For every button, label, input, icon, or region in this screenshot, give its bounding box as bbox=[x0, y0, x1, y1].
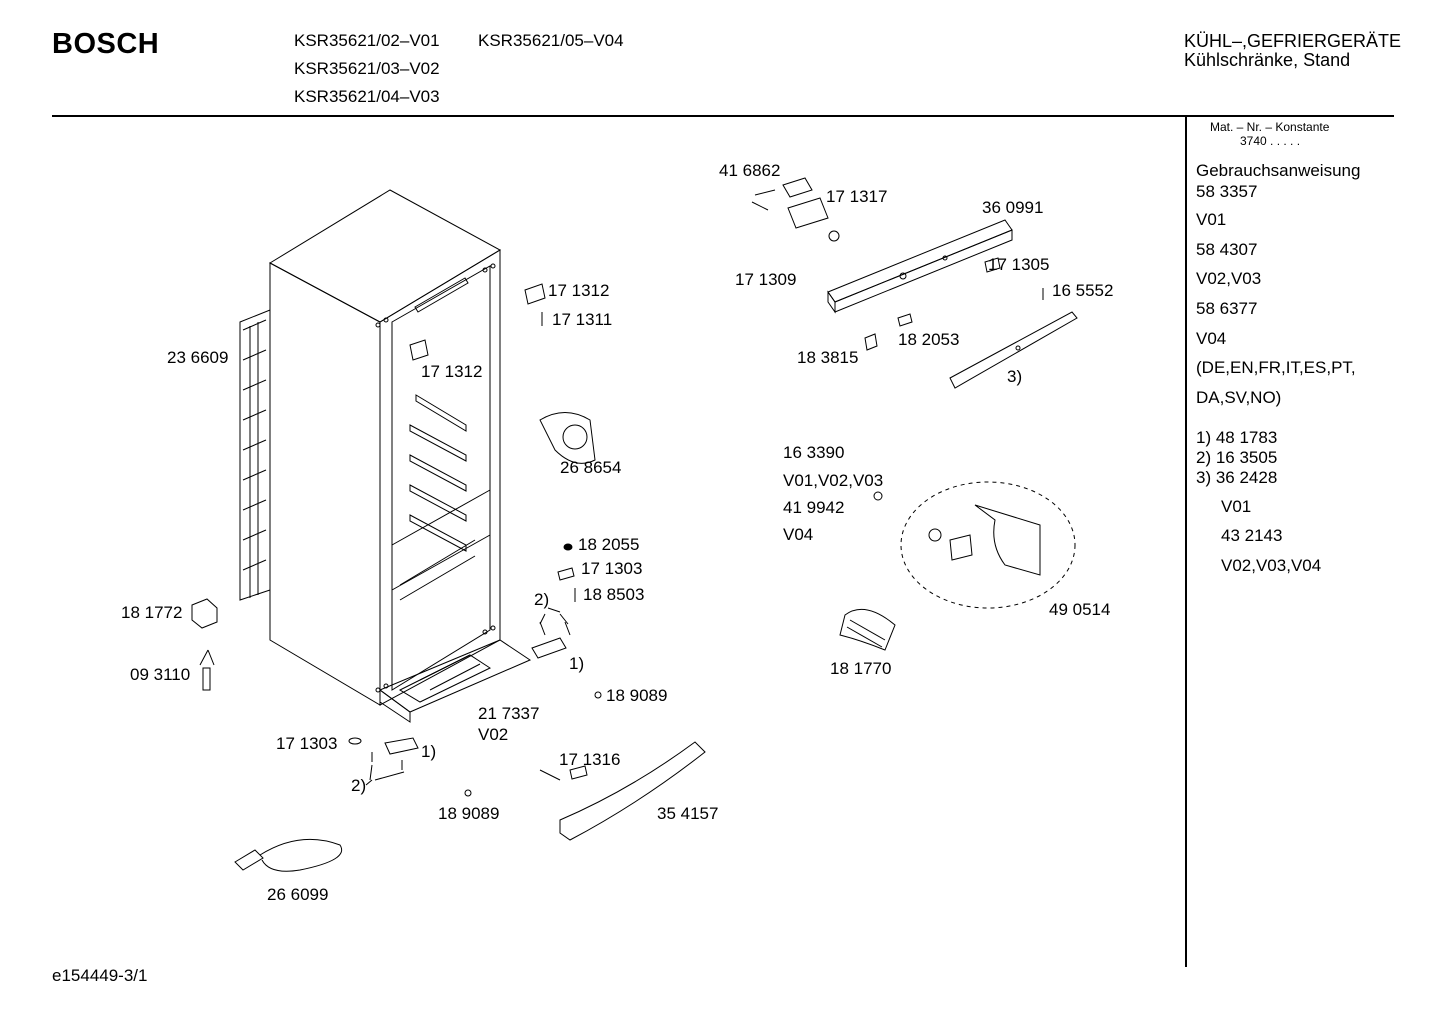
part-label: 17 1303 bbox=[276, 734, 338, 753]
power-cord bbox=[234, 838, 343, 872]
part-label: 18 2055 bbox=[578, 535, 640, 554]
sidebar-line: V02,V03 bbox=[1196, 269, 1262, 288]
part-label: 18 3815 bbox=[797, 348, 859, 367]
cover-strip bbox=[949, 311, 1078, 389]
part-label: 26 8654 bbox=[560, 458, 622, 477]
part-label: 18 2053 bbox=[898, 330, 960, 349]
part-label: 2) bbox=[351, 776, 367, 795]
control-panel bbox=[827, 219, 1013, 314]
part-label: 26 6099 bbox=[267, 885, 329, 904]
part-label: 17 1312 bbox=[548, 281, 610, 300]
part-label: 2) bbox=[534, 590, 550, 609]
sidebar-line: V04 bbox=[1196, 329, 1227, 348]
sidebar-line: V02,V03,V04 bbox=[1221, 556, 1322, 575]
part-label: 35 4157 bbox=[657, 804, 719, 823]
part-label: 17 1312 bbox=[421, 362, 483, 381]
brand-logo: BOSCH bbox=[52, 28, 160, 60]
part-label: 17 1311 bbox=[552, 310, 613, 329]
part-label: 16 5552 bbox=[1052, 281, 1114, 300]
sidebar-line: DA,SV,NO) bbox=[1196, 388, 1282, 407]
small-parts bbox=[191, 177, 1044, 797]
part-label: 23 6609 bbox=[167, 348, 229, 367]
part-label: 1) bbox=[569, 654, 585, 673]
part-label: 36 0991 bbox=[982, 198, 1044, 217]
part-label: 41 6862 bbox=[719, 161, 781, 180]
drawing-code: e154449-3/1 bbox=[52, 966, 148, 985]
sidebar-line: Gebrauchsanweisung bbox=[1196, 161, 1361, 180]
sidebar-line: (DE,EN,FR,IT,ES,PT, bbox=[1196, 358, 1356, 377]
model-number: KSR35621/04–V03 bbox=[294, 87, 440, 106]
cabinet-body bbox=[268, 189, 502, 706]
part-label: 18 1772 bbox=[121, 603, 183, 622]
sidebar-line: V01 bbox=[1221, 497, 1252, 516]
plinth bbox=[559, 741, 706, 841]
sidebar-divider bbox=[1185, 115, 1187, 967]
model-number: KSR35621/03–V02 bbox=[294, 59, 440, 78]
part-label: 18 8503 bbox=[583, 585, 645, 604]
part-label: 09 3110 bbox=[130, 665, 191, 684]
sidebar-line: 43 2143 bbox=[1221, 526, 1283, 545]
model-number: KSR35621/05–V04 bbox=[478, 31, 624, 50]
sidebar-line: 2) 16 3505 bbox=[1196, 448, 1278, 467]
sidebar-line: V01 bbox=[1196, 210, 1227, 229]
mat-label: Mat. – Nr. – Konstante bbox=[1210, 120, 1330, 134]
part-label: 17 1316 bbox=[559, 750, 621, 769]
leader-lines bbox=[365, 613, 569, 786]
part-label: 17 1303 bbox=[581, 559, 643, 578]
model-number: KSR35621/02–V01 bbox=[294, 31, 440, 50]
part-label: 18 9089 bbox=[438, 804, 500, 823]
part-label: 3) bbox=[1007, 367, 1023, 386]
category-title: KÜHL–,GEFRIERGERÄTE bbox=[1184, 31, 1402, 51]
part-label: 17 1317 bbox=[826, 187, 888, 206]
part-label: 21 7337 bbox=[478, 704, 540, 723]
part-label: 18 9089 bbox=[606, 686, 668, 705]
sidebar-line: 58 6377 bbox=[1196, 299, 1258, 318]
sidebar-line: 3) 36 2428 bbox=[1196, 468, 1278, 487]
condenser-coil bbox=[239, 309, 271, 601]
part-label: 49 0514 bbox=[1049, 600, 1111, 619]
mat-value: 3740 . . . . . bbox=[1240, 134, 1301, 148]
category-subtitle: Kühlschränke, Stand bbox=[1184, 50, 1351, 70]
sidebar-line: 58 3357 bbox=[1196, 182, 1258, 201]
lamp-assembly bbox=[839, 481, 1076, 651]
sidebar-line: 58 4307 bbox=[1196, 240, 1258, 259]
part-label: 16 3390 bbox=[783, 443, 845, 462]
part-label: 17 1305 bbox=[988, 255, 1050, 274]
header-divider bbox=[52, 115, 1394, 117]
part-label: V02 bbox=[478, 725, 509, 744]
part-label: 18 1770 bbox=[830, 659, 892, 678]
sidebar-line: 1) 48 1783 bbox=[1196, 428, 1278, 447]
part-label: 41 9942 bbox=[783, 498, 845, 517]
part-label: 1) bbox=[421, 742, 437, 761]
part-label: V04 bbox=[783, 525, 814, 544]
part-label: 17 1309 bbox=[735, 270, 797, 289]
part-label: V01,V02,V03 bbox=[783, 471, 884, 490]
drawer-tray bbox=[378, 639, 532, 723]
